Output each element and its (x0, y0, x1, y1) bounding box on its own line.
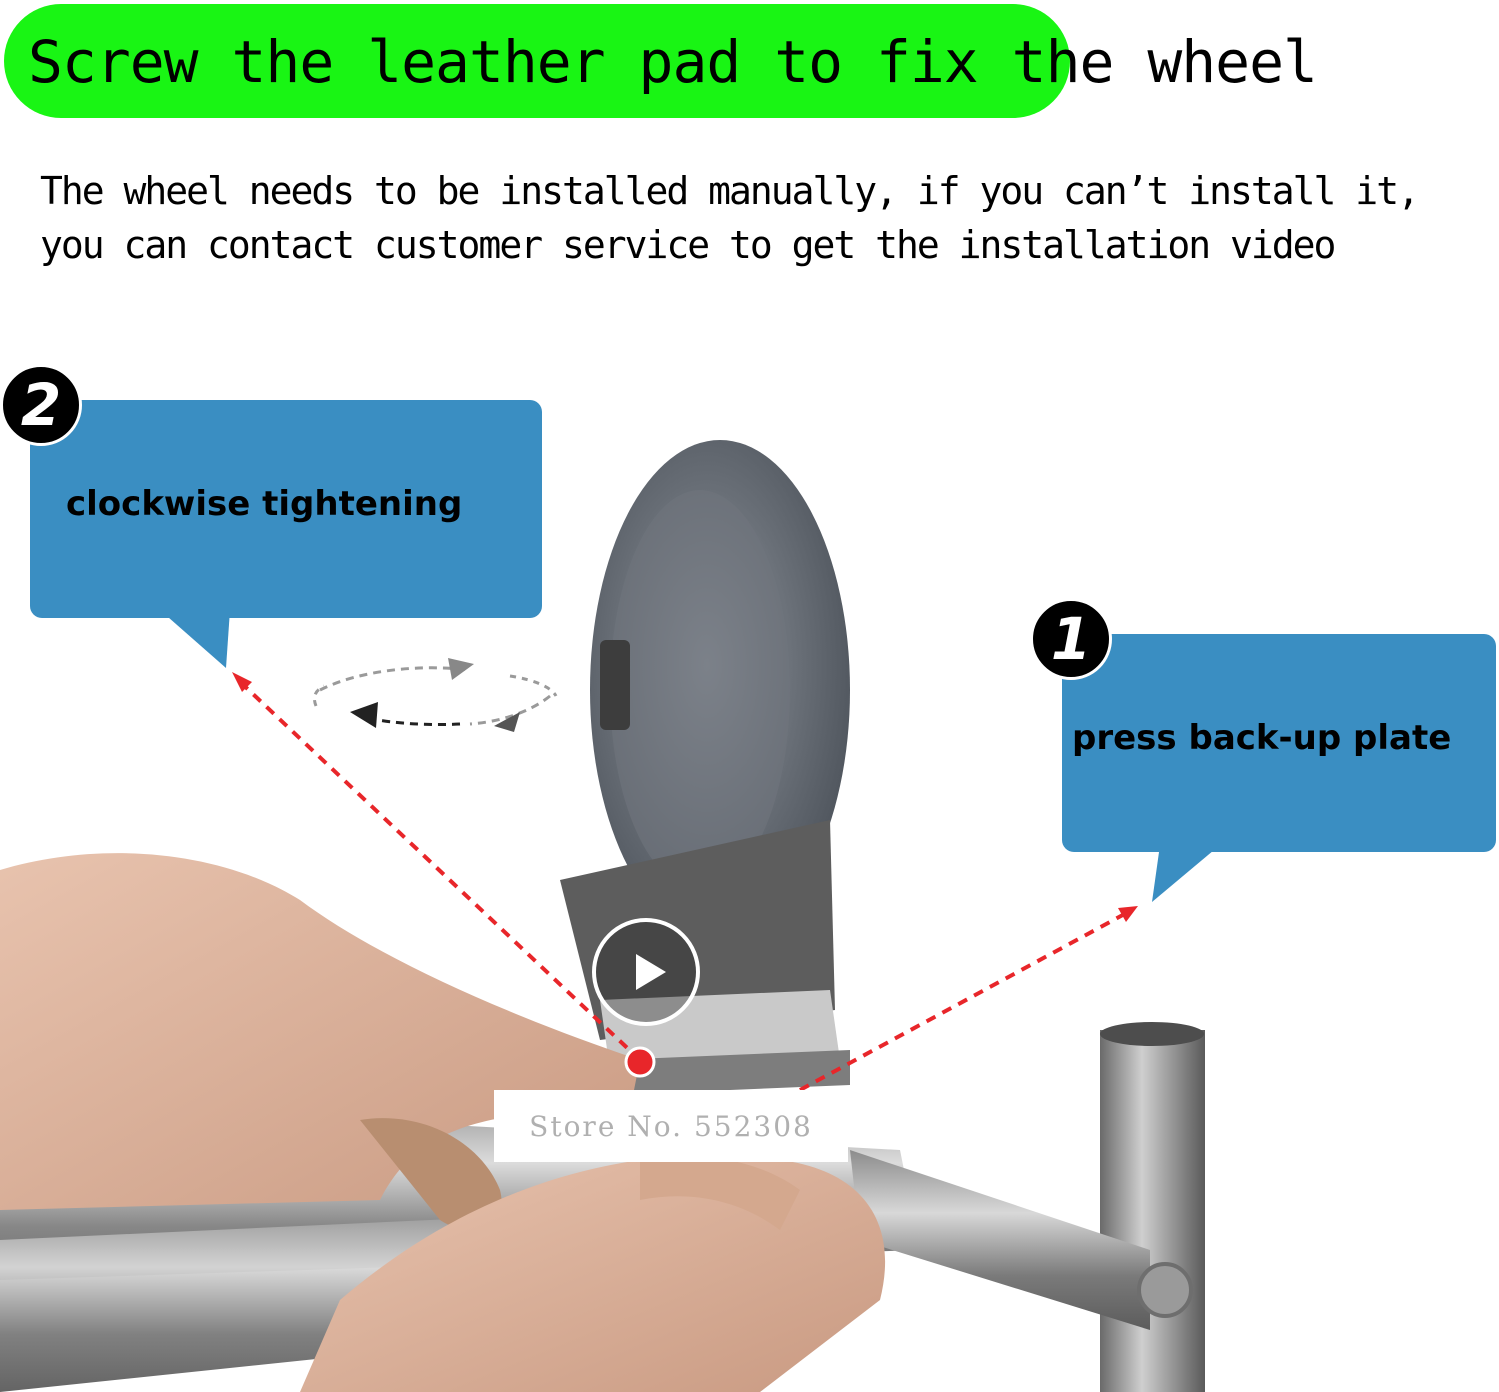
banner-title: Screw the leather pad to fix the wheel (28, 28, 1318, 96)
product-photo (0, 440, 1220, 1392)
installation-note-line-1: The wheel needs to be installed manually… (40, 169, 1420, 213)
step-number-badge: 1 (1030, 598, 1112, 680)
callout-label: press back-up plate (1072, 718, 1452, 758)
callout-press-back-up-plate: press back-up plate (1062, 634, 1496, 852)
title-banner: Screw the leather pad to fix the wheel (4, 4, 1318, 118)
store-number: Store No. 552308 (529, 1109, 813, 1143)
callout-label: clockwise tightening (66, 484, 463, 524)
video-play-button[interactable] (592, 918, 700, 1026)
store-watermark: Store No. 552308 (494, 1090, 848, 1162)
play-icon (636, 954, 666, 990)
installation-note-line-2: you can contact customer service to get … (40, 223, 1336, 267)
step-number-badge: 2 (0, 364, 82, 446)
installation-note: The wheel needs to be installed manually… (40, 164, 1480, 272)
callout-clockwise-tightening: clockwise tightening (30, 400, 542, 618)
